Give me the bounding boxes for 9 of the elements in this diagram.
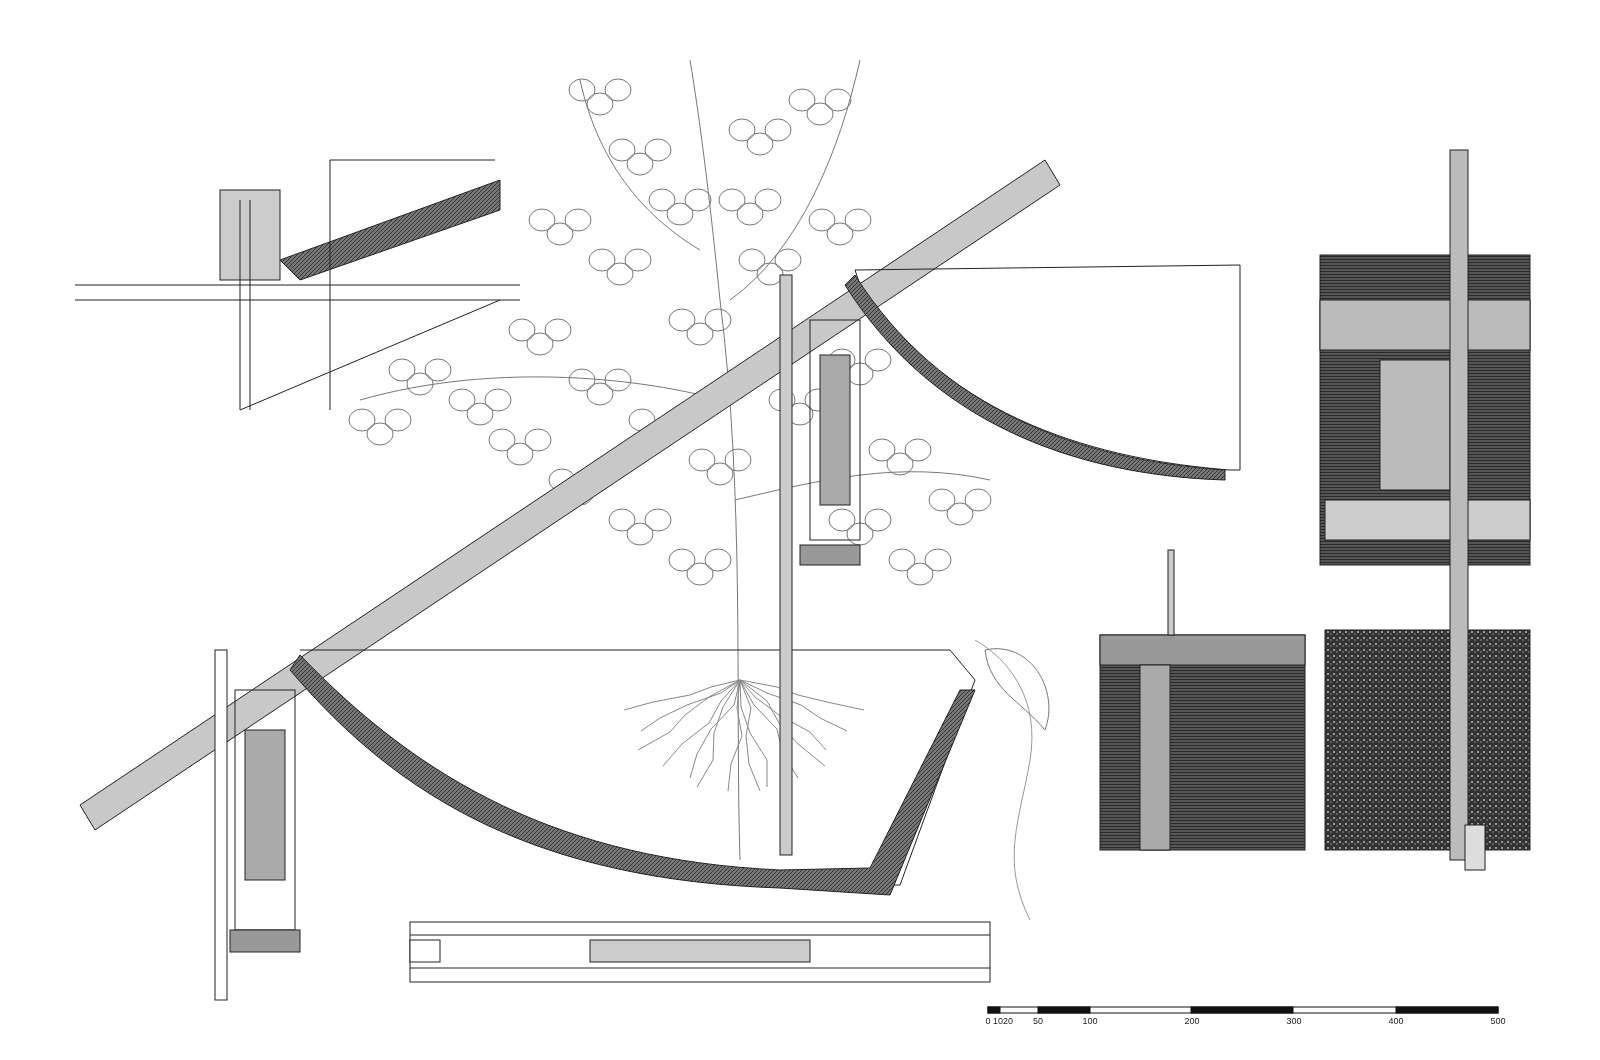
- scale-label: 0: [985, 1016, 991, 1026]
- scale-label: 100: [1082, 1016, 1098, 1026]
- scale-label: 50: [1033, 1016, 1043, 1026]
- scale-label: 400: [1388, 1016, 1404, 1026]
- scale-label: 500: [1490, 1016, 1506, 1026]
- scale-label: 200: [1184, 1016, 1200, 1026]
- scale-label: 20: [1003, 1016, 1013, 1026]
- scale-label: 300: [1286, 1016, 1302, 1026]
- scale-label: 10: [993, 1016, 1003, 1026]
